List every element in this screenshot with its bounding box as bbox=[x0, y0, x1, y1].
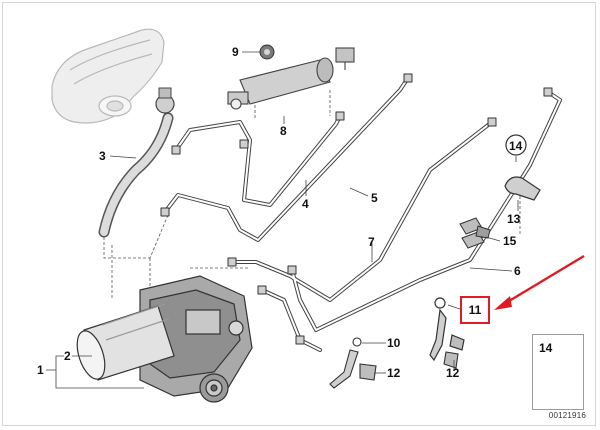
diagram-frame bbox=[2, 2, 596, 426]
callout-6: 6 bbox=[514, 264, 521, 278]
inset-part-number: 14 bbox=[539, 341, 553, 355]
callout-1: 1 bbox=[37, 363, 44, 377]
callout-leaders bbox=[46, 51, 519, 389]
callout-14: 14 bbox=[509, 139, 523, 153]
callout-9: 9 bbox=[232, 45, 239, 59]
callout-12-right: 12 bbox=[446, 366, 460, 380]
callout-13: 13 bbox=[507, 212, 521, 226]
part-15-clips bbox=[459, 217, 491, 249]
callout-2: 2 bbox=[64, 349, 71, 363]
diagram-id: 00121916 bbox=[548, 411, 586, 420]
part-1-hydraulic-unit bbox=[139, 275, 253, 403]
highlighted-callout-11: 11 bbox=[460, 296, 490, 324]
part-11-sensor bbox=[429, 297, 465, 362]
intake-manifold bbox=[51, 28, 165, 124]
callout-10: 10 bbox=[387, 336, 401, 350]
callout-5: 5 bbox=[371, 191, 378, 205]
callout-3: 3 bbox=[99, 149, 106, 163]
part-9-nut bbox=[259, 44, 275, 60]
highlighted-callout-label: 11 bbox=[468, 303, 482, 317]
callout-15: 15 bbox=[503, 234, 517, 248]
part-8-cylinder bbox=[227, 47, 355, 110]
red-arrow-icon bbox=[494, 254, 585, 310]
callout-12-left: 12 bbox=[387, 366, 401, 380]
callout-4: 4 bbox=[302, 197, 309, 211]
inset-panel: 14 bbox=[532, 334, 584, 410]
part-2-motor bbox=[76, 303, 175, 381]
callout-8: 8 bbox=[280, 124, 287, 138]
callout-7: 7 bbox=[368, 235, 375, 249]
part-14-clip bbox=[504, 134, 541, 201]
brake-lines bbox=[160, 73, 562, 352]
part-3-hose bbox=[98, 87, 175, 238]
part-10-bracket bbox=[329, 337, 459, 389]
